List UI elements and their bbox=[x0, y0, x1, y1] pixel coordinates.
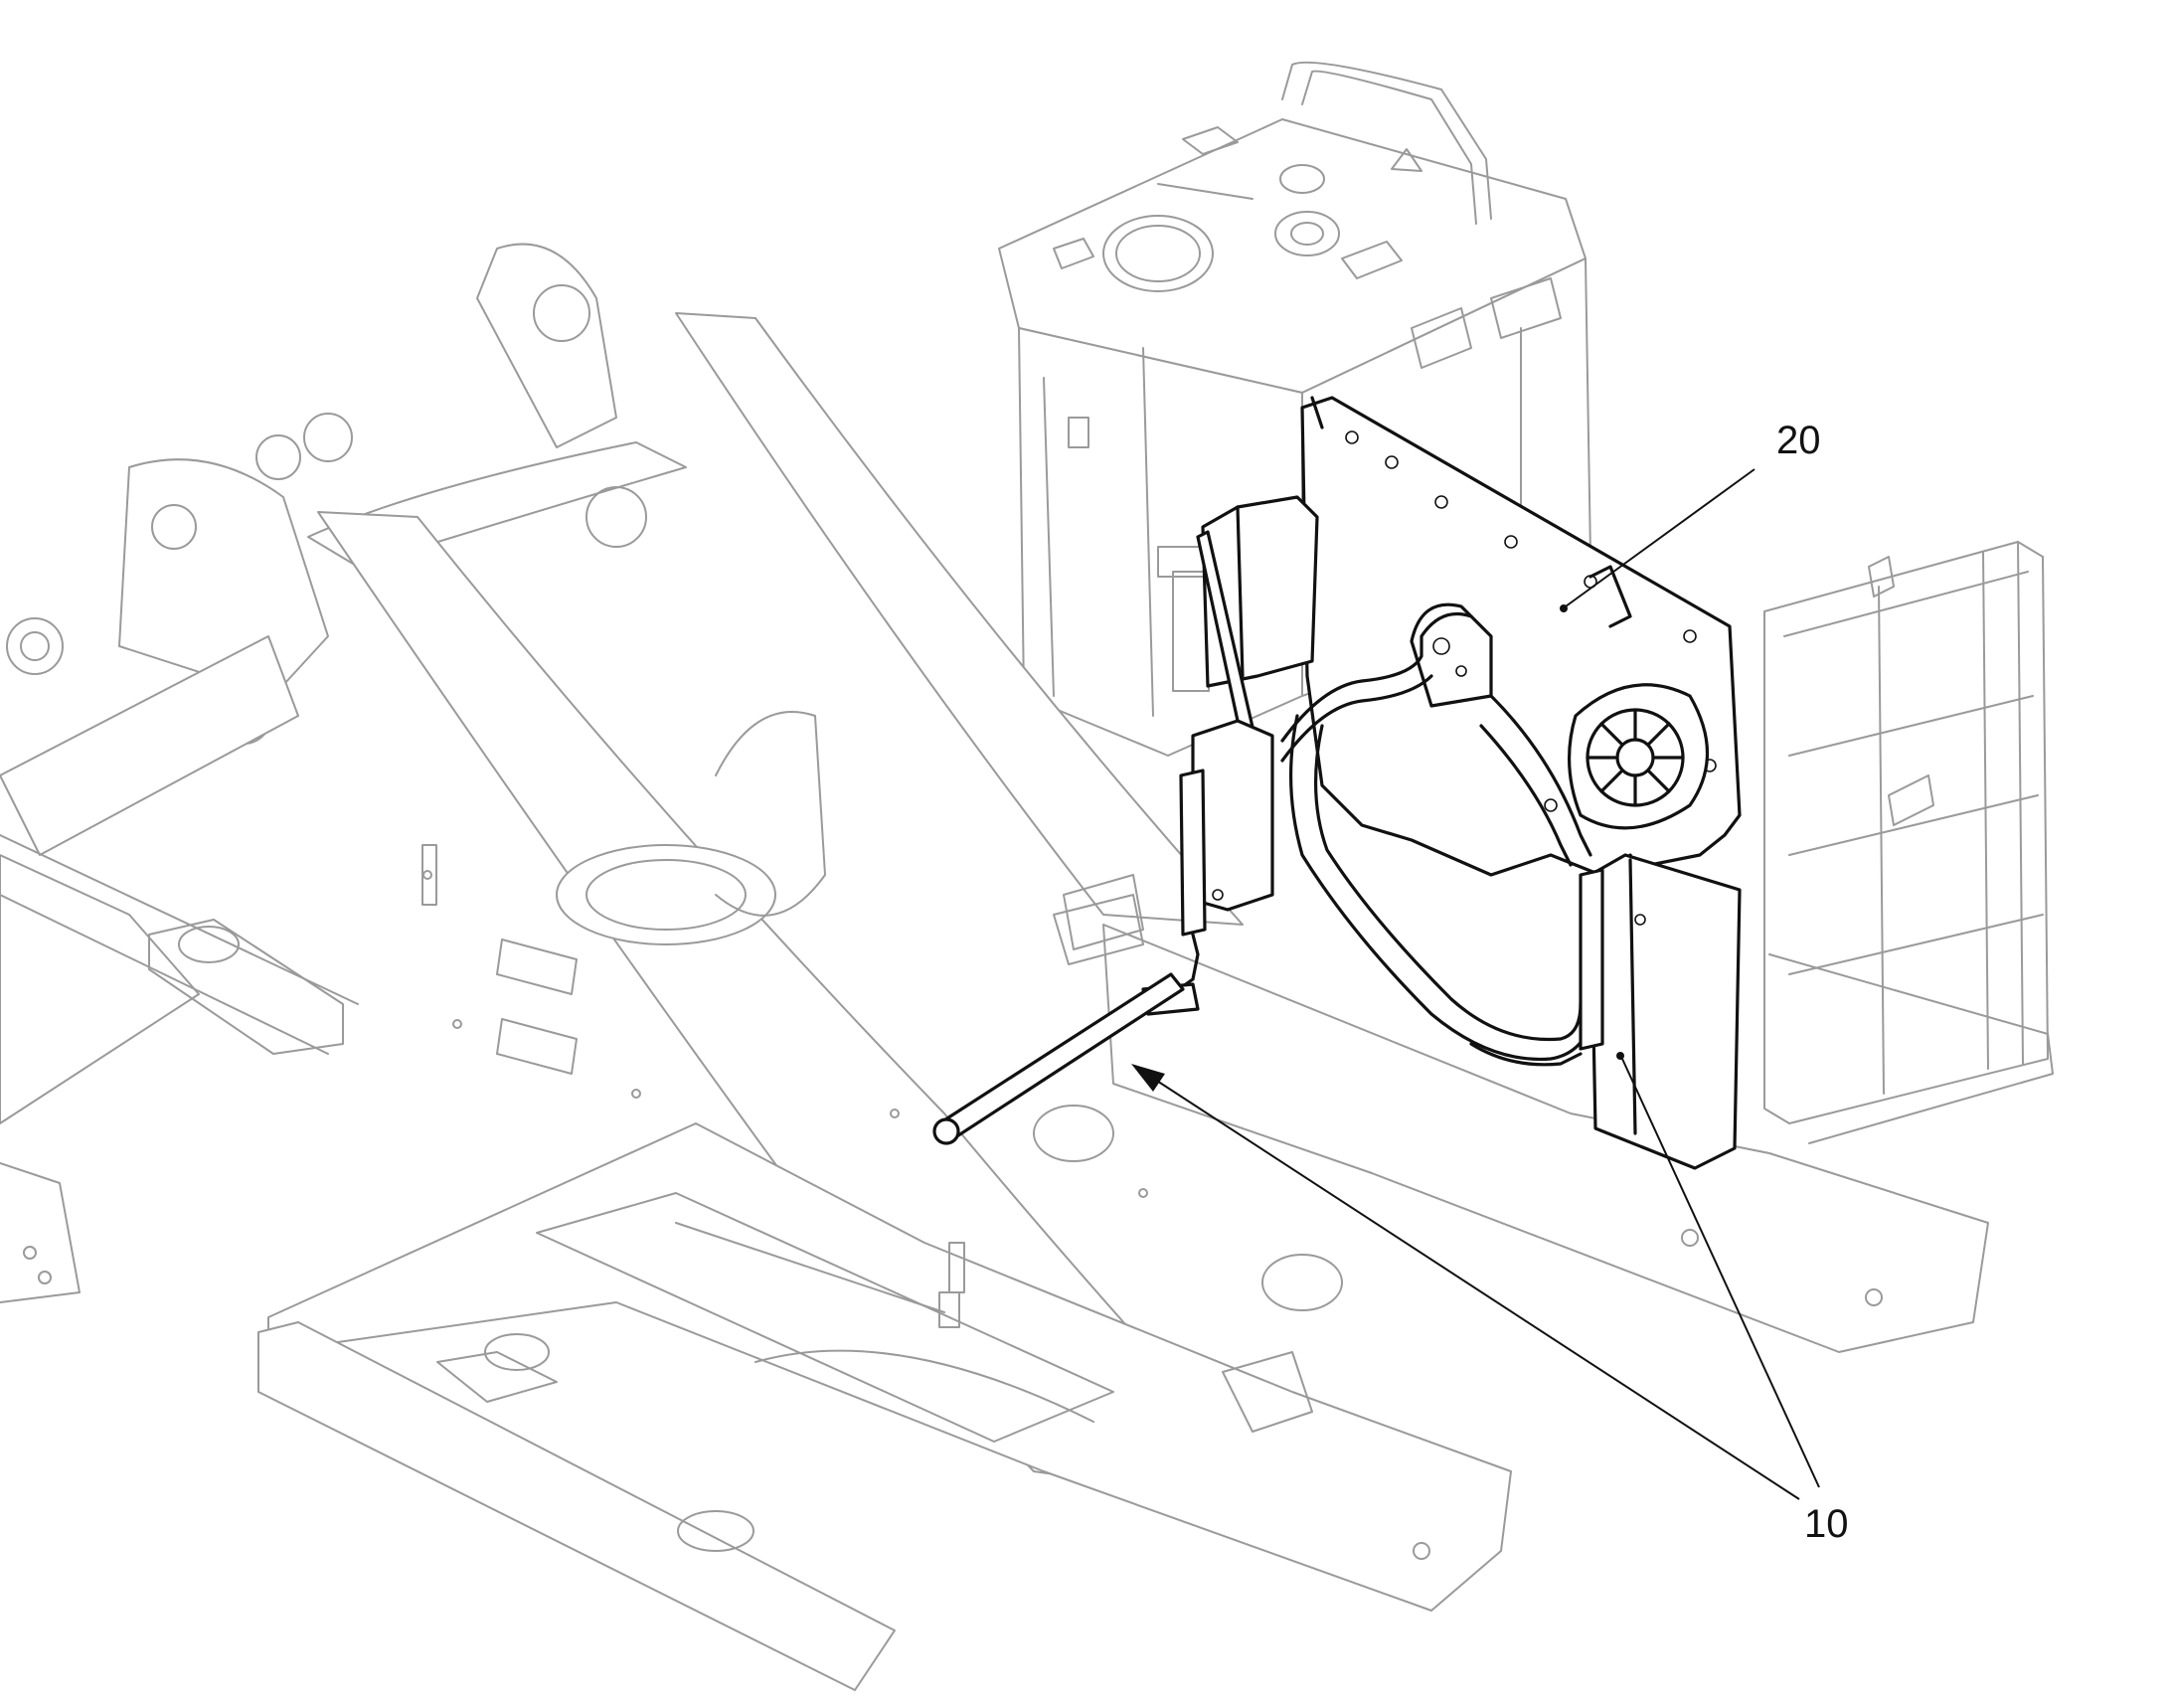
leader-dot-10 bbox=[1616, 1052, 1624, 1060]
swing-bearing bbox=[556, 711, 826, 945]
main-frame-beam bbox=[118, 243, 1244, 1492]
fan-icon bbox=[1567, 683, 1710, 830]
frame-context bbox=[0, 61, 2054, 1691]
leader-line-10b bbox=[1621, 1058, 1820, 1488]
right-side-rack bbox=[1763, 541, 2054, 1144]
highlighted-parts bbox=[932, 396, 1742, 1170]
callout-label-10: 10 bbox=[1804, 1502, 1849, 1546]
leader-arrowhead-10 bbox=[1131, 1064, 1165, 1092]
small-details bbox=[421, 844, 1883, 1560]
leader-line-20 bbox=[1565, 468, 1755, 607]
undercarriage-cross-member bbox=[257, 894, 1989, 1691]
callouts: 20 10 bbox=[1131, 419, 1849, 1546]
leader-dot-20 bbox=[1560, 604, 1568, 612]
part-10-hose-assembly bbox=[932, 495, 1742, 1170]
leader-line-10a bbox=[1142, 1071, 1800, 1500]
left-cross-structure bbox=[0, 413, 359, 1303]
part-20-mounting-plate bbox=[1300, 396, 1742, 877]
callout-label-20: 20 bbox=[1776, 419, 1821, 462]
